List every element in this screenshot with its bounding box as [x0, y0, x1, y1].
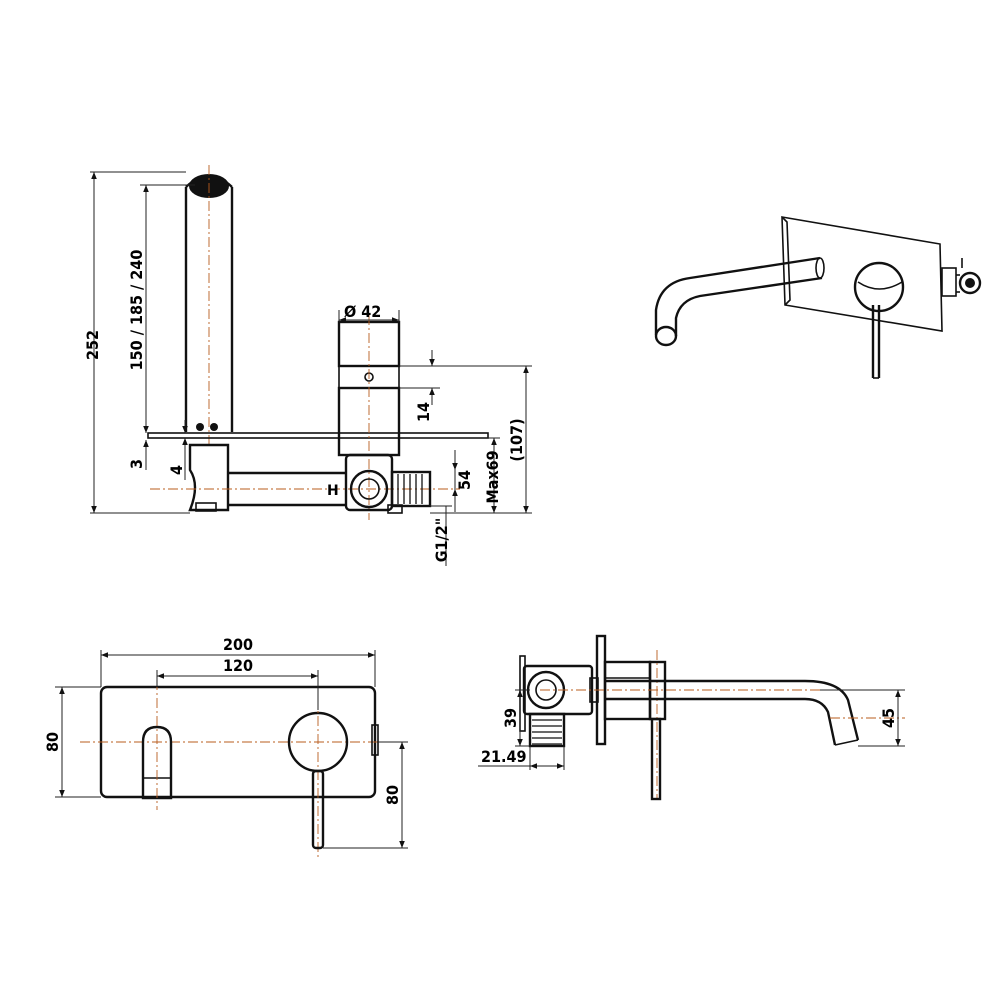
dim-center-spacing: 120: [223, 656, 253, 675]
dim-plate-width: 200: [223, 635, 253, 654]
dim-side-39: 39: [501, 708, 520, 728]
dim-spout-drop: 45: [879, 708, 898, 728]
dim-side-21-49: 21.49: [481, 747, 527, 766]
dim-handle-gap: 14: [414, 402, 433, 422]
perspective-handle-knob: [853, 261, 905, 313]
dim-plate-thickness: 3: [127, 459, 146, 469]
side-section-view: H 252 150 / 185 / 240 3 4 Ø 42 14 (107): [83, 165, 532, 566]
perspective-wall-plate: [781, 216, 943, 332]
dim-thread: G1/2": [432, 518, 451, 563]
dim-to-center-54: 54: [455, 470, 474, 490]
hot-marker-label: H: [327, 483, 339, 499]
dim-handle-diameter: Ø 42: [344, 302, 381, 321]
dim-spout-lengths: 150 / 185 / 240: [127, 250, 146, 371]
dim-body-depth: (107): [507, 418, 526, 461]
dim-max-depth: Max69: [483, 450, 502, 503]
top-view: 45 39 21.49: [478, 634, 905, 801]
dim-lever-length: 80: [383, 785, 402, 805]
dim-plate-height: 80: [43, 732, 62, 752]
front-elevation-view: 200 120 80 80: [43, 635, 408, 860]
dim-offset-4: 4: [167, 465, 186, 475]
perspective-view: [654, 216, 982, 379]
dim-overall-height: 252: [83, 330, 102, 360]
